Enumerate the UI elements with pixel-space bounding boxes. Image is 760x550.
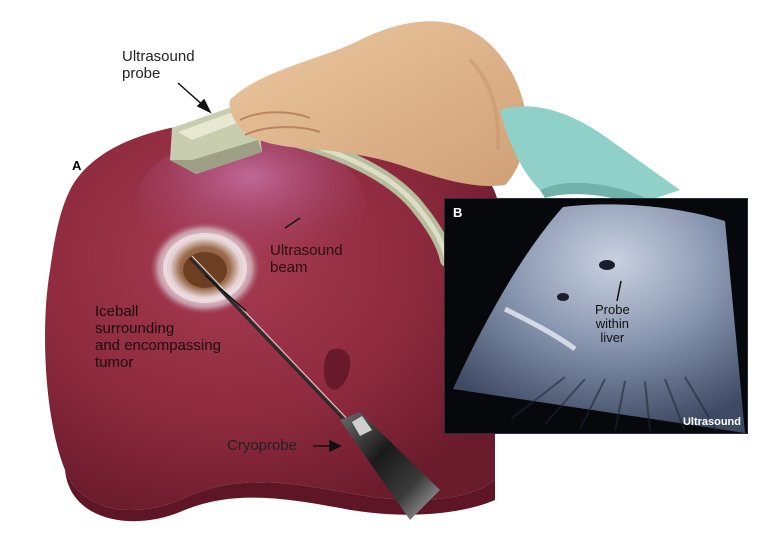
- ultrasound-image: [453, 204, 745, 433]
- ultrasound-beam-label: Ultrasound beam: [270, 242, 343, 276]
- ultrasound-probe-label: Ultrasound probe: [122, 48, 195, 82]
- cryoprobe-label: Cryoprobe: [227, 437, 298, 454]
- ultrasound-inset: B Probe within liver Ultrasound: [444, 198, 748, 434]
- panel-a-label: A: [72, 158, 82, 173]
- hand: [229, 21, 527, 186]
- iceball: [150, 222, 260, 314]
- leader-lines: [177, 82, 342, 453]
- ultrasound-tag: Ultrasound: [682, 416, 741, 428]
- probe-within-liver-label: Probe within liver: [595, 302, 630, 345]
- iceball-label: Iceball surrounding and encompassing tum…: [95, 303, 221, 371]
- sleeve: [500, 106, 680, 200]
- panel-b-label: B: [453, 205, 463, 220]
